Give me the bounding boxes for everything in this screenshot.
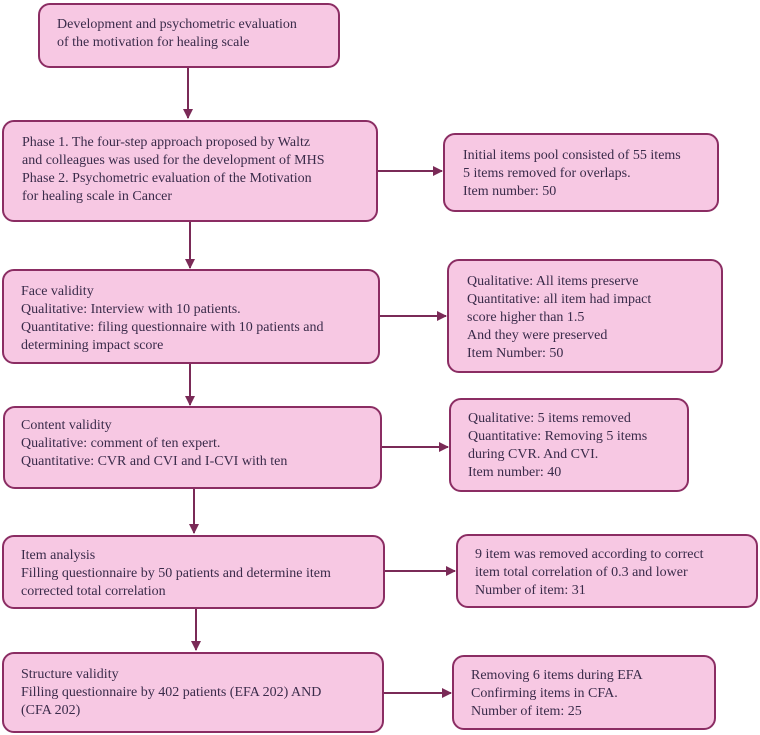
item-result-line-2: item total correlation of 0.3 and lower bbox=[475, 565, 688, 580]
structure-result-line-2: Confirming items in CFA. bbox=[471, 686, 618, 701]
phase-box: Phase 1. The four-step approach proposed… bbox=[2, 120, 378, 222]
face-line-4: determining impact score bbox=[21, 338, 164, 353]
face-result-box: Qualitative: All items preserve Quantita… bbox=[447, 259, 723, 373]
face-result-line-4: And they were preserved bbox=[467, 328, 608, 343]
phase-result-box: Initial items pool consisted of 55 items… bbox=[443, 133, 719, 212]
item-line-3: corrected total correlation bbox=[21, 584, 166, 599]
content-line-3: Quantitative: CVR and CVI and I-CVI with… bbox=[21, 454, 288, 469]
item-analysis-box: Item analysis Filling questionnaire by 5… bbox=[2, 535, 385, 609]
structure-line-1: Structure validity bbox=[21, 667, 119, 682]
content-result-line-1: Qualitative: 5 items removed bbox=[468, 411, 631, 426]
content-result-line-3: during CVR. And CVI. bbox=[468, 447, 599, 462]
content-line-1: Content validity bbox=[21, 418, 112, 433]
item-result-line-1: 9 item was removed according to correct bbox=[475, 547, 704, 562]
item-line-2: Filling questionnaire by 50 patients and… bbox=[21, 566, 331, 581]
face-validity-box: Face validity Qualitative: Interview wit… bbox=[2, 269, 380, 364]
item-result-box: 9 item was removed according to correct … bbox=[456, 534, 758, 608]
content-result-box: Qualitative: 5 items removed Quantitativ… bbox=[449, 398, 689, 492]
structure-line-2: Filling questionnaire by 402 patients (E… bbox=[21, 685, 322, 700]
phase-line-3: Phase 2. Psychometric evaluation of the … bbox=[22, 171, 312, 186]
phase-line-4: for healing scale in Cancer bbox=[22, 189, 173, 204]
structure-result-box: Removing 6 items during EFA Confirming i… bbox=[452, 655, 716, 730]
content-validity-box: Content validity Qualitative: comment of… bbox=[3, 406, 382, 489]
structure-line-3: (CFA 202) bbox=[21, 703, 81, 718]
structure-result-line-1: Removing 6 items during EFA bbox=[471, 668, 643, 683]
content-result-line-4: Item number: 40 bbox=[468, 465, 562, 480]
face-result-line-5: Item Number: 50 bbox=[467, 346, 564, 361]
title-box: Development and psychometric evaluation … bbox=[38, 3, 340, 68]
item-line-1: Item analysis bbox=[21, 548, 96, 563]
phase-result-line-2: 5 items removed for overlaps. bbox=[463, 166, 631, 181]
face-line-3: Quantitative: filing questionnaire with … bbox=[21, 320, 324, 335]
phase-line-2: and colleagues was used for the developm… bbox=[22, 153, 325, 168]
face-result-line-1: Qualitative: All items preserve bbox=[467, 274, 639, 289]
face-line-2: Qualitative: Interview with 10 patients. bbox=[21, 302, 241, 317]
structure-validity-box: Structure validity Filling questionnaire… bbox=[2, 652, 384, 733]
phase-line-1: Phase 1. The four-step approach proposed… bbox=[22, 135, 311, 150]
title-line-1: Development and psychometric evaluation bbox=[57, 17, 297, 32]
face-result-line-2: Quantitative: all item had impact bbox=[467, 292, 652, 307]
face-line-1: Face validity bbox=[21, 284, 94, 299]
title-line-2: of the motivation for healing scale bbox=[57, 35, 250, 50]
content-result-line-2: Quantitative: Removing 5 items bbox=[468, 429, 648, 444]
phase-result-line-1: Initial items pool consisted of 55 items bbox=[463, 148, 681, 163]
phase-result-line-3: Item number: 50 bbox=[463, 184, 557, 199]
item-result-line-3: Number of item: 31 bbox=[475, 583, 586, 598]
structure-result-line-3: Number of item: 25 bbox=[471, 704, 582, 719]
face-result-line-3: score higher than 1.5 bbox=[467, 310, 585, 325]
content-line-2: Qualitative: comment of ten expert. bbox=[21, 436, 221, 451]
